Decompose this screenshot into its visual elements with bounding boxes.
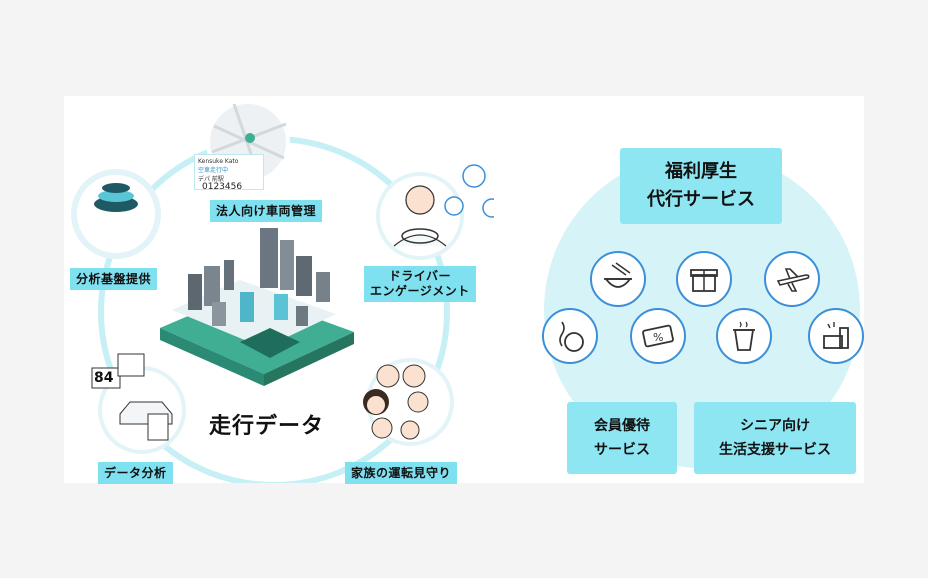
driver-label-line1: ドライバー [388, 269, 452, 283]
map-card-number: 0123456 [202, 182, 243, 192]
welfare-service-box: 福利厚生 代行サービス [620, 148, 782, 224]
member-line1: 会員優待 [594, 418, 650, 434]
map-card-status: 空車走行中 [198, 167, 229, 174]
analysis-image-circle [71, 169, 161, 259]
city-platform [160, 228, 354, 386]
corporate-fleet-label: 法人向け車両管理 [210, 200, 323, 222]
driver-engagement-label: ドライバー エンゲージメント [364, 266, 476, 302]
member-benefits-box: 会員優待 サービス [567, 402, 677, 474]
airplane-icon [764, 251, 820, 307]
map-info-card: Kensuke Kato 空車走行中 デパ 前駅 [194, 154, 264, 190]
senior-line1: シニア向け [740, 418, 810, 434]
drink-icon [716, 308, 772, 364]
left-diagram-svg [71, 100, 494, 483]
driver-image-circle [376, 172, 464, 260]
gift-icon [676, 251, 732, 307]
senior-support-box: シニア向け 生活支援サービス [694, 402, 856, 474]
driver-label-line2: エンゲージメント [370, 284, 470, 298]
map-card-name: Kensuke Kato [198, 158, 239, 165]
svg-text:%: % [653, 331, 663, 344]
senior-line2: 生活支援サービス [719, 442, 831, 458]
bowling-icon [542, 308, 598, 364]
gauge-value: 84 [94, 370, 114, 386]
map-card-place: デパ 前駅 [198, 176, 224, 183]
diagram-panel: Kensuke Kato 空車走行中 デパ 前駅 0123456 84 法人向け… [64, 96, 864, 484]
coupon-icon: % [630, 308, 686, 364]
driving-data-title: 走行データ [209, 414, 325, 439]
welfare-title-line1: 福利厚生 [665, 161, 737, 182]
analysis-base-label: 分析基盤提供 [70, 268, 158, 290]
member-line2: サービス [594, 442, 650, 458]
cleaning-icon [808, 308, 864, 364]
welfare-title-line2: 代行サービス [647, 189, 755, 210]
family-watch-label: 家族の運転見守り [345, 462, 458, 484]
ramen-icon [590, 251, 646, 307]
data-analysis-label: データ分析 [98, 462, 173, 484]
